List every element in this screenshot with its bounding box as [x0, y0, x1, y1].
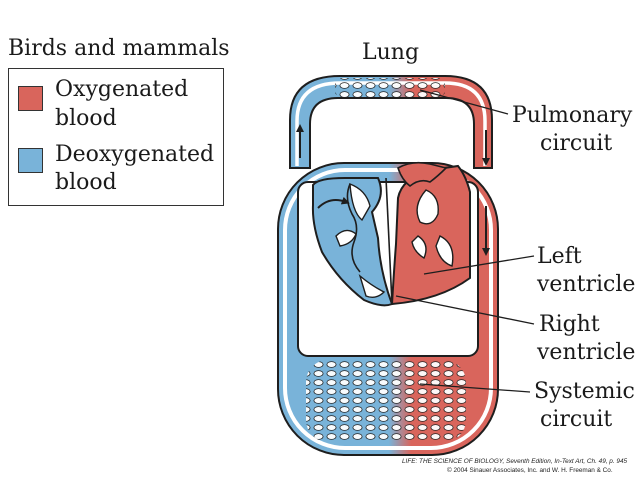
credit-line1: LIFE: THE SCIENCE OF BIOLOGY, Seventh Ed… [402, 458, 628, 465]
legend-oxygenated-line1: Oxygenated [55, 77, 189, 102]
left-ventricle-leader [423, 255, 535, 275]
left-ventricle-label-line1: Left [537, 244, 582, 269]
right-ventricle-label-line1: Right [539, 312, 600, 337]
credit-line2: © 2004 Sinauer Associates, Inc. and W. H… [447, 467, 613, 474]
diagram-title: Birds and mammals [8, 36, 230, 61]
right-ventricle-leader [395, 295, 535, 325]
deoxygenated-swatch [18, 148, 43, 173]
oxygenated-swatch [18, 86, 43, 111]
lung-label: Lung [362, 40, 420, 65]
systemic-circuit-label-line2: circuit [540, 407, 613, 432]
legend-deoxygenated-line2: blood [55, 170, 117, 195]
systemic-leader [419, 383, 531, 393]
pulmonary-loop [289, 75, 493, 169]
legend-deoxygenated-line1: Deoxygenated [55, 142, 215, 167]
left-ventricle-label-line2: ventricle [537, 272, 636, 297]
pulmonary-leader [419, 89, 509, 115]
leader-lines [395, 89, 535, 393]
pulmonary-circuit-label-line1: Pulmonary [512, 103, 633, 128]
pulmonary-circuit-label-line2: circuit [540, 131, 613, 156]
systemic-circuit-label-line1: Systemic [534, 379, 635, 404]
legend-box [8, 68, 224, 206]
legend-oxygenated-line2: blood [55, 106, 117, 131]
flow-arrows [296, 124, 490, 256]
right-ventricle-label-line2: ventricle [537, 340, 636, 365]
